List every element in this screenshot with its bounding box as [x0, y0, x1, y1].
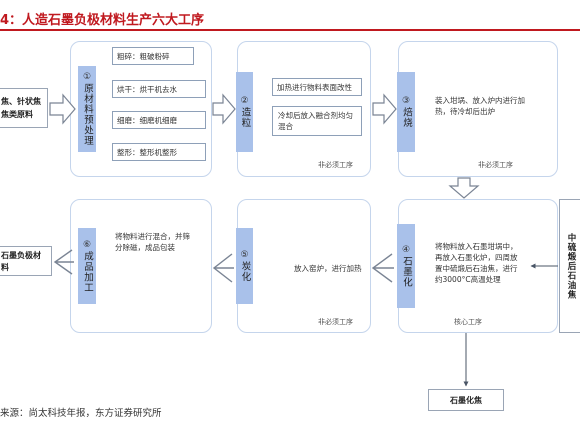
arrow-stage6-to-output — [53, 249, 74, 275]
stage-3-number: ③ — [401, 96, 411, 106]
stage-1-label: ① 原材料预处理 — [78, 66, 96, 152]
side-input-text: 中硫煅后石油焦 — [566, 232, 576, 300]
stage-3-name: 焙烧 — [401, 107, 412, 128]
stage-5-label: ⑤ 炭化 — [236, 228, 253, 304]
stage-6-number: ⑥ — [82, 239, 92, 250]
stage-1-name: 原材料预处理 — [82, 83, 93, 146]
stage-3-text: 装入坩埚、放入炉内进行加热，待冷却后出炉 — [430, 92, 532, 126]
output-product-box: 石墨负极材料 — [0, 246, 52, 276]
stage-1-step-dry: 烘干：烘干机去水 — [112, 80, 206, 98]
arrow-stage4-to-stage5 — [371, 253, 394, 283]
stage-4-name: 石墨化 — [401, 255, 412, 288]
arrow-stage2-to-stage3 — [372, 93, 397, 125]
side-input-box: 中硫煅后石油焦 — [559, 199, 580, 333]
stage-5-number: ⑤ — [240, 250, 249, 260]
stage-2-note: 非必须工序 — [318, 161, 353, 169]
stage-2-number: ② — [240, 96, 249, 106]
stage-2-step-cool: 冷却后放入融合剂均匀混合 — [272, 106, 362, 136]
stage-5-note: 非必须工序 — [318, 318, 353, 326]
source-note: 来源：尚太科技年报，东方证券研究所 — [0, 408, 162, 419]
input-material-text: 焦、针状焦 焦类原料 — [1, 97, 41, 119]
stage-6-text: 将物料进行混合，并筛分除磁，成品包装 — [110, 228, 200, 268]
title-rule — [0, 29, 580, 31]
stage-5-name: 炭化 — [239, 261, 251, 282]
stage-1-number: ① — [82, 72, 92, 82]
byproduct-text: 石墨化焦 — [450, 395, 482, 405]
stage-2-name: 造粒 — [239, 107, 251, 128]
arrow-stage3-to-stage4 — [448, 177, 480, 199]
stage-1-step-shape: 整形：整形机整形 — [112, 143, 206, 161]
stage-6-label: ⑥ 成品加工 — [78, 228, 96, 304]
stage-4-text: 将物料放入石墨坩埚中，再放入石墨化炉，四周放置中硫煅后石油焦，进行约3000°C… — [430, 238, 524, 294]
title-bar: 4：人造石墨负极材料生产六大工序 — [0, 0, 580, 31]
input-material-box: 焦、针状焦 焦类原料 — [0, 88, 48, 128]
stage-6-name: 成品加工 — [82, 250, 93, 293]
stage-5-text: 放入窑炉，进行加热 — [290, 259, 362, 277]
stage-1-step-crush: 粗碎：粗破粉碎 — [112, 47, 194, 65]
stage-2-step-heat: 加热进行物料表面改性 — [272, 78, 362, 96]
stage-4-note: 核心工序 — [454, 318, 482, 326]
stage-4-number: ④ — [401, 244, 411, 255]
stage-3-note: 非必须工序 — [478, 161, 513, 169]
arrow-input-to-stage1 — [49, 93, 76, 125]
arrow-stage1-to-stage2 — [212, 93, 236, 125]
figure-title: 4：人造石墨负极材料生产六大工序 — [0, 13, 205, 28]
stage-4-label: ④ 石墨化 — [397, 224, 415, 308]
byproduct-box: 石墨化焦 — [428, 389, 504, 411]
stage-3-label: ③ 焙烧 — [397, 72, 415, 152]
stage-1-step-mill: 细磨：细磨机细磨 — [112, 111, 206, 129]
stage-2-label: ② 造粒 — [236, 72, 253, 152]
arrow-stage5-to-stage6 — [212, 253, 234, 283]
output-product-text: 石墨负极材料 — [1, 251, 41, 272]
